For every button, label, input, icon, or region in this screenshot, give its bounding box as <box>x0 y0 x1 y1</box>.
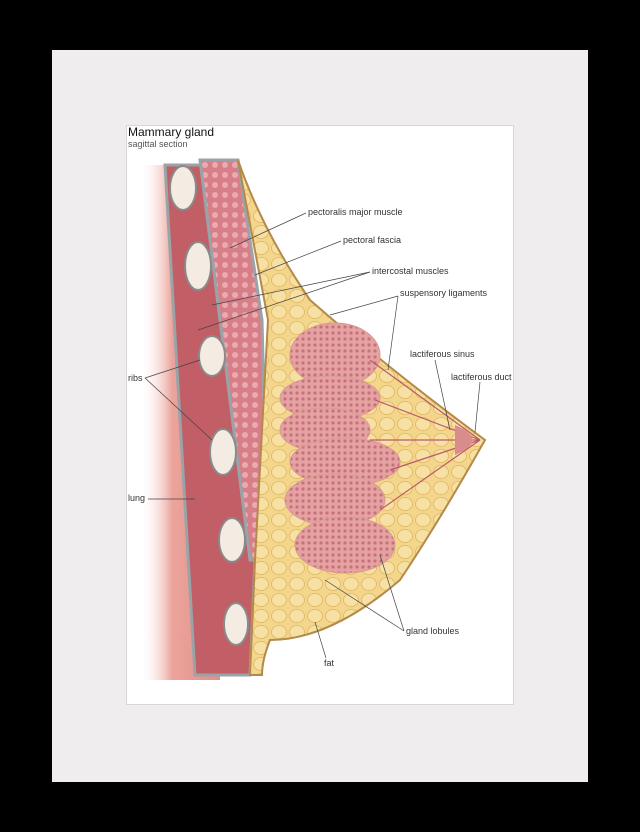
label-lactiferous-duct: lactiferous duct <box>451 372 512 382</box>
label-fat: fat <box>324 658 335 668</box>
label-intercostal-muscles: intercostal muscles <box>372 266 449 276</box>
label-ribs: ribs <box>128 373 143 383</box>
nipple <box>455 425 473 455</box>
label-suspensory-ligaments: suspensory ligaments <box>400 288 488 298</box>
label-pectoralis-major-muscle: pectoralis major muscle <box>308 207 403 217</box>
label-lactiferous-sinus: lactiferous sinus <box>410 349 475 359</box>
gland-lobules <box>279 322 401 574</box>
label-pectoral-fascia: pectoral fascia <box>343 235 402 245</box>
diagram-title: Mammary gland <box>128 125 215 139</box>
leader-lines <box>144 212 481 659</box>
ribs <box>169 165 249 646</box>
label-lung: lung <box>128 493 146 503</box>
label-gland-lobules: gland lobules <box>406 626 460 636</box>
diagram-subtitle: sagittal section <box>128 139 188 149</box>
